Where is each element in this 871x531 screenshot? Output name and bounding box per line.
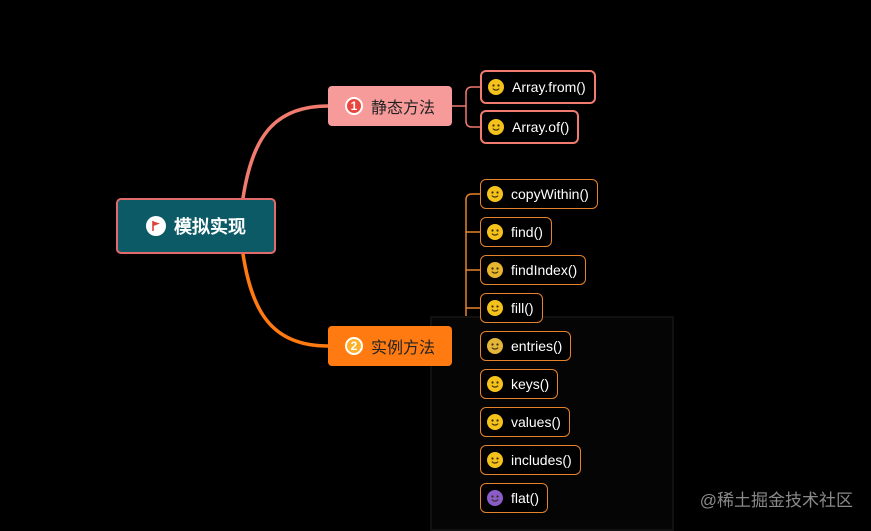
branch-label: 静态方法 — [371, 100, 436, 117]
leaf-label: includes() — [511, 452, 572, 468]
smiling-devil-emoji-icon — [487, 490, 503, 506]
smile-emoji-icon — [487, 224, 503, 240]
leaf-node[interactable]: values() — [480, 407, 570, 437]
connector-line — [241, 104, 330, 200]
leaf-node[interactable]: entries() — [480, 331, 572, 361]
astonished-emoji-icon — [487, 300, 503, 316]
leaf-node[interactable]: find() — [480, 217, 552, 247]
leaf-node[interactable]: Array.from() — [480, 70, 596, 104]
root-node[interactable]: 模拟实现 — [116, 198, 276, 254]
number-badge-1: 1 — [345, 97, 363, 115]
leaf-label: find() — [511, 224, 543, 240]
connector-line — [241, 252, 330, 348]
leaf-label: flat() — [511, 490, 539, 506]
leaf-node[interactable]: flat() — [480, 483, 548, 513]
leaf-node[interactable]: copyWithin() — [480, 179, 598, 209]
leaf-label: keys() — [511, 376, 550, 392]
number-badge-2: 2 — [345, 337, 363, 355]
leaf-node[interactable]: Array.of() — [480, 110, 580, 144]
leaf-node[interactable]: includes() — [480, 445, 581, 475]
connector-line — [465, 86, 481, 94]
surprised-emoji-icon — [488, 119, 504, 135]
leaf-label: findIndex() — [511, 262, 578, 278]
watermark: @稀土掘金技术社区 — [699, 491, 853, 510]
leaf-node[interactable]: findIndex() — [480, 255, 587, 285]
kissing-emoji-icon — [487, 414, 503, 430]
leaf-label: entries() — [511, 338, 563, 354]
rofl-emoji-icon — [487, 452, 503, 468]
laughing-emoji-icon — [487, 186, 503, 202]
branch-instance-methods[interactable]: 2 实例方法 — [328, 326, 452, 366]
leaf-label: copyWithin() — [511, 186, 589, 202]
money-mouth-emoji-icon — [487, 262, 503, 278]
leaf-node[interactable]: fill() — [480, 293, 543, 323]
root-label: 模拟实现 — [174, 217, 246, 237]
leaf-label: Array.of() — [512, 119, 570, 135]
leaf-label: fill() — [511, 300, 534, 316]
flag-icon — [146, 216, 166, 236]
thinking-emoji-icon — [487, 376, 503, 392]
leaf-label: Array.from() — [512, 79, 586, 95]
leaf-label: values() — [511, 414, 561, 430]
branch-label: 实例方法 — [371, 340, 436, 357]
branch-static-methods[interactable]: 1 静态方法 — [328, 86, 452, 126]
connector-line — [465, 120, 481, 128]
heart-eyes-emoji-icon — [488, 79, 504, 95]
relieved-emoji-icon — [487, 338, 503, 354]
connector-line — [465, 193, 481, 201]
leaf-node[interactable]: keys() — [480, 369, 559, 399]
